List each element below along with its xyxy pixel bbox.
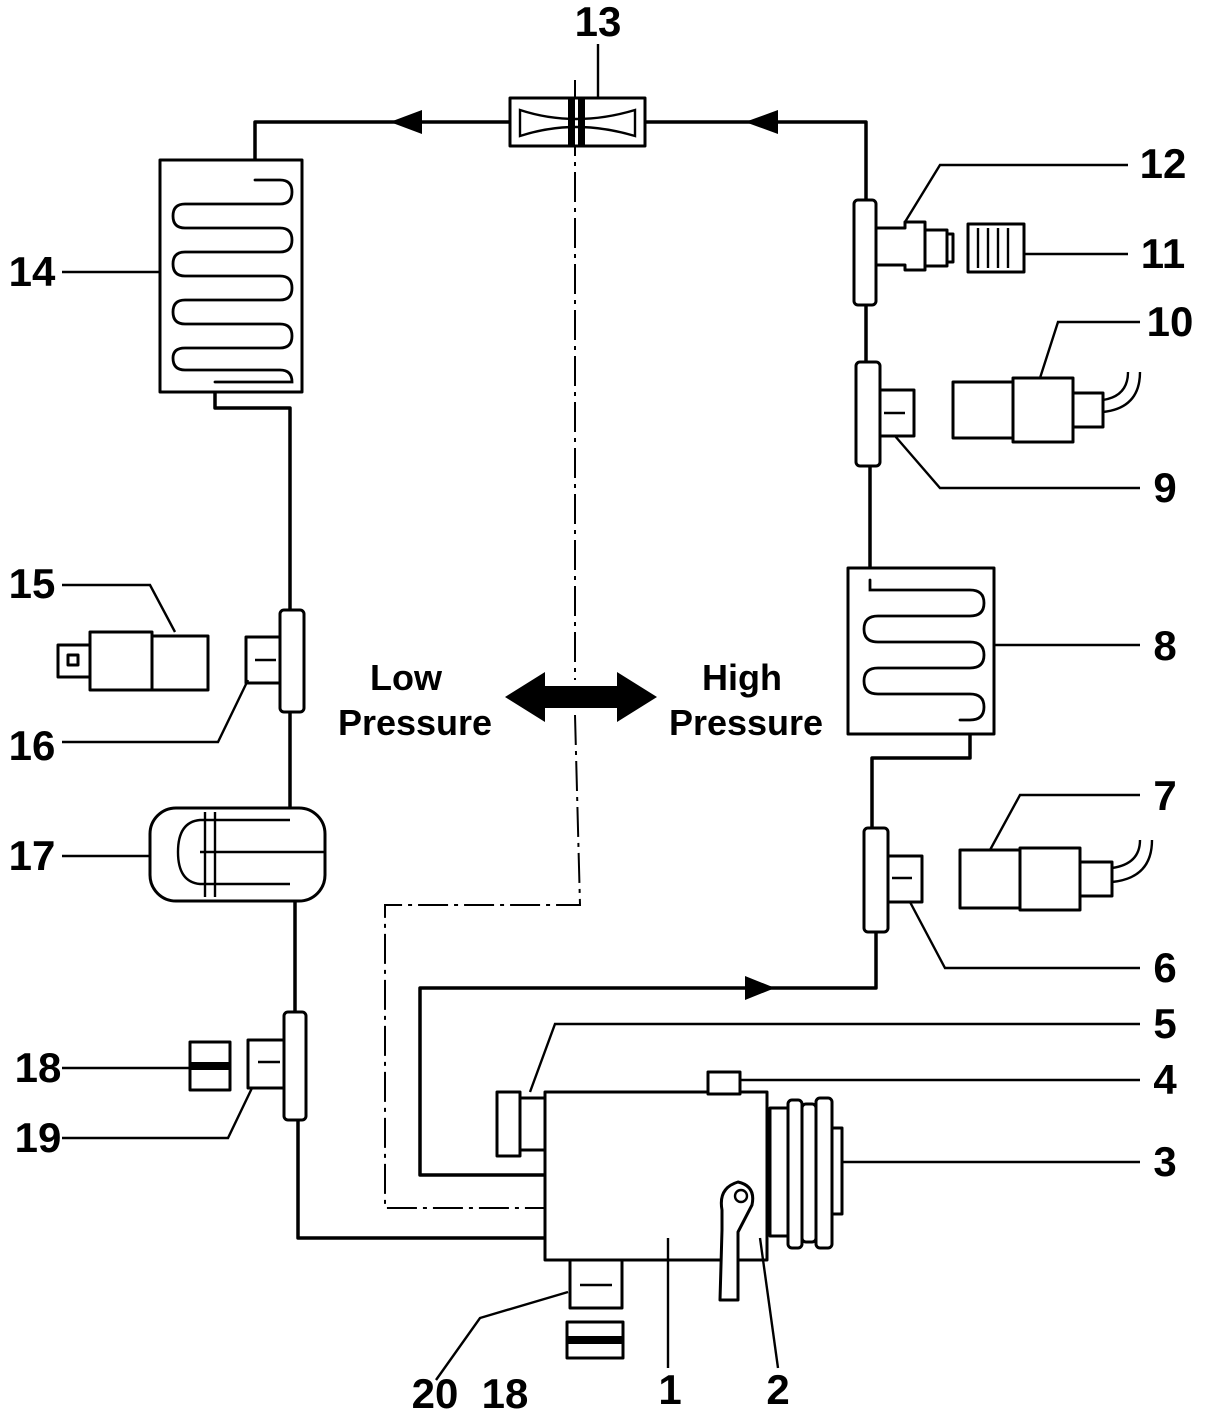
refrigerant-lines (213, 120, 972, 1240)
callout-4: 4 (1153, 1056, 1177, 1103)
callout-8: 8 (1153, 622, 1176, 669)
flow-arrow-top-right (745, 110, 778, 134)
callout-11: 11 (1141, 230, 1185, 277)
service-cap-11 (966, 222, 1026, 274)
callout-6: 6 (1153, 944, 1176, 991)
receiver-dryer (148, 806, 327, 903)
flow-arrows (390, 110, 778, 1000)
callout-15: 15 (9, 560, 56, 607)
port-19 (246, 1010, 308, 1122)
port-6 (862, 826, 924, 934)
callout-9: 9 (1153, 464, 1176, 511)
callout-18-bottom: 18 (482, 1370, 529, 1416)
callout-16: 16 (9, 722, 56, 769)
callout-5: 5 (1153, 1000, 1176, 1047)
callout-10: 10 (1147, 298, 1194, 345)
high-pressure-label-line2: Pressure (669, 702, 823, 743)
callout-17: 17 (9, 832, 56, 879)
sealing-cap-18-left (188, 1040, 232, 1092)
port-9 (854, 360, 916, 468)
pressure-switch-10 (951, 371, 1142, 444)
callout-1: 1 (658, 1366, 681, 1413)
service-port-12 (852, 198, 955, 307)
low-pressure-label-line1: Low (370, 657, 443, 698)
condenser (846, 566, 996, 736)
callout-12: 12 (1140, 140, 1187, 187)
callout-7: 7 (1153, 772, 1176, 819)
port-16 (244, 608, 306, 714)
expansion-valve (508, 96, 647, 148)
compressor (495, 1070, 844, 1310)
callout-13: 13 (575, 0, 622, 45)
pressure-divide-double-arrow (505, 672, 657, 722)
callout-2: 2 (766, 1366, 789, 1413)
low-pressure-label-line2: Pressure (338, 702, 492, 743)
flow-arrow-bottom (745, 976, 775, 1000)
flow-arrow-top-left (390, 110, 422, 134)
pressure-switch-15 (56, 630, 210, 692)
sealing-cap-18-bottom (565, 1320, 625, 1360)
high-pressure-label-line1: High (702, 657, 782, 698)
pressure-switch-7 (958, 839, 1154, 912)
callout-14: 14 (9, 248, 56, 295)
callout-20: 20 (412, 1370, 459, 1416)
callout-18-left: 18 (15, 1044, 62, 1091)
evaporator (158, 158, 304, 394)
callout-3: 3 (1153, 1138, 1176, 1185)
callout-19: 19 (15, 1114, 62, 1161)
leader-lines (62, 44, 1140, 1381)
pressure-separation-line (384, 80, 591, 1209)
